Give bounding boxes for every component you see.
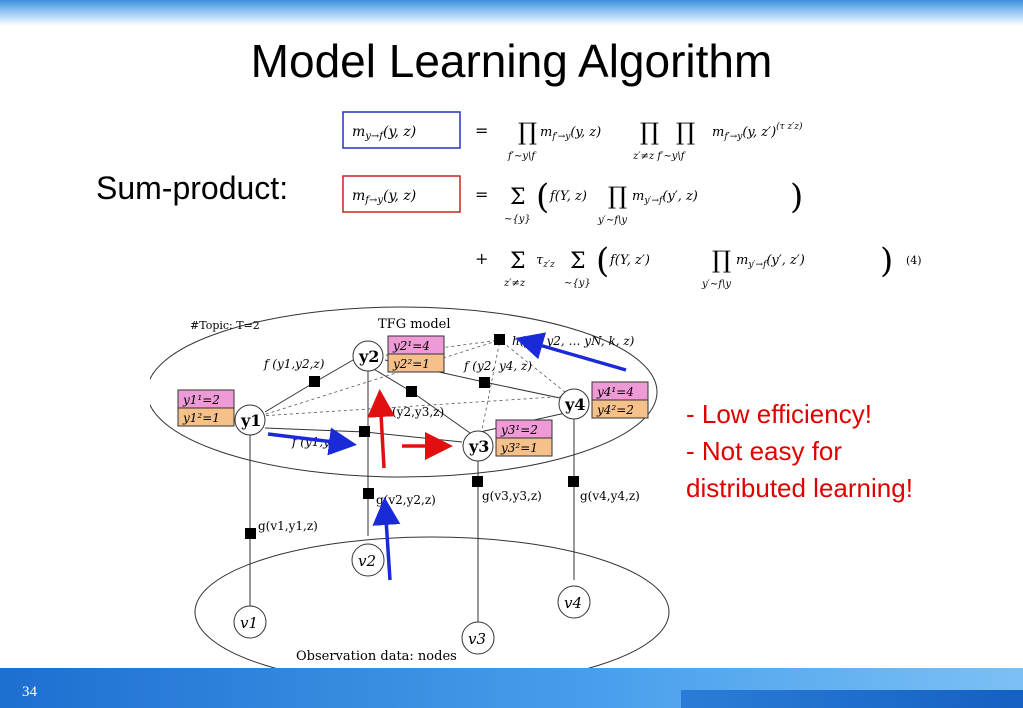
note-not-easy: - Not easy for (686, 436, 843, 466)
red-arrow-up (367, 389, 396, 469)
factor-f24-label: f (y2, y4, z) (463, 359, 532, 373)
tfg-model-label: TFG model (378, 317, 451, 332)
blue-arrow-y1-factor (267, 427, 357, 456)
observation-label: Observation data: nodes (296, 649, 457, 664)
sum-product-label: Sum-product: (96, 170, 289, 206)
note-low-efficiency: - Low efficiency! (686, 399, 872, 429)
note-distributed: distributed learning! (686, 473, 913, 503)
node-y3: y3 (468, 437, 489, 456)
svg-text:mf′→y(y, z′)(τ z′z): mf′→y(y, z′)(τ z′z) (712, 121, 803, 142)
tfg-model-diagram: #Topic: T=2 TFG model Observation data: … (146, 300, 681, 692)
svg-text:∏: ∏ (712, 246, 731, 274)
y4-topic1: y4¹=4 (596, 385, 634, 399)
y1-topic2: y1²=1 (182, 411, 220, 425)
node-y2: y2 (358, 347, 379, 366)
svg-text:∼{y}: ∼{y} (564, 278, 591, 289)
factor-g4-label: g(v4,y4,z) (580, 489, 640, 503)
y2-topic1: y2¹=4 (392, 339, 430, 353)
svg-text:my′→f(y′, z): my′→f(y′, z) (632, 189, 698, 206)
svg-text:∏: ∏ (640, 118, 659, 146)
svg-text:Σ: Σ (510, 185, 526, 210)
observation-layer-ellipse (194, 536, 670, 688)
slide-title: Model Learning Algorithm (250, 35, 773, 87)
svg-text:): ) (790, 177, 803, 217)
y2-topic2: y2²=1 (392, 357, 430, 371)
node-v4: v4 (564, 594, 582, 612)
y3-topic2: y3²=1 (500, 441, 538, 455)
page-number: 34 (22, 684, 37, 700)
y4-topic2: y4²=2 (596, 403, 634, 417)
top-banner (0, 0, 1023, 26)
svg-text:f(Y, z′): f(Y, z′) (609, 253, 650, 268)
svg-text:=: = (475, 185, 488, 204)
eq-number: (4) (906, 254, 922, 267)
v-nodes (233, 543, 591, 655)
eq-line1-lhs: my→f(y, z) (352, 124, 416, 142)
svg-text:f(Y, z): f(Y, z) (549, 189, 587, 204)
topic-label: #Topic: T=2 (190, 319, 260, 332)
svg-text:∏: ∏ (676, 118, 695, 146)
svg-text:=: = (475, 121, 488, 140)
y4-state-box: y4¹=4 y4²=2 (591, 381, 649, 419)
factor-nodes (245, 334, 579, 539)
svg-text:τz′z: τz′z (536, 253, 555, 270)
svg-text:mf′→y(y, z): mf′→y(y, z) (540, 125, 601, 142)
node-v2: v2 (358, 552, 376, 570)
svg-text:): ) (880, 241, 893, 281)
node-y1: y1 (240, 411, 261, 430)
message-y-to-f-box (342, 111, 461, 149)
blue-arrow-y4-h (515, 332, 627, 372)
footer-bar (0, 668, 1023, 708)
node-v3: v3 (468, 630, 486, 648)
svg-text:Σ: Σ (510, 249, 526, 274)
svg-text:(: ( (536, 177, 549, 217)
factor-g1-label: g(v1,y1,z) (258, 519, 318, 533)
factor-f23-label: (y2,y3,z) (392, 405, 444, 419)
y-nodes (234, 340, 590, 462)
factor-f12-label: f (y1,y2,z) (263, 357, 325, 371)
svg-text:∏: ∏ (518, 118, 537, 146)
y3-topic1: y3¹=2 (500, 423, 538, 437)
sum-product-equations: my→f(y, z) = ∏ f′∼y\f mf′→y(y, z) ∏ ∏ z′… (340, 104, 980, 304)
y3-state-box: y3¹=2 y3²=1 (495, 419, 553, 457)
svg-text:f′∼y\f: f′∼y\f (507, 151, 537, 162)
node-y4: y4 (564, 395, 585, 414)
blue-arrow-v2-g (372, 497, 401, 581)
svg-text:my′→f(y′, z′): my′→f(y′, z′) (736, 253, 805, 270)
message-f-to-y-box (342, 175, 461, 213)
svg-text:y′∼f\y: y′∼f\y (701, 279, 731, 290)
svg-text:(: ( (596, 241, 609, 281)
svg-text:y′∼f\y: y′∼f\y (597, 215, 627, 226)
y2-state-box: y2¹=4 y2²=1 (387, 335, 445, 373)
y1-state-box: y1¹=2 y1²=1 (177, 389, 235, 427)
svg-text:z′≠z: z′≠z (503, 278, 526, 289)
notes-list: - Low efficiency! - Not easy for distrib… (686, 396, 913, 507)
node-v1: v1 (240, 614, 258, 632)
y1-topic1: y1¹=2 (182, 393, 220, 407)
factor-g3-label: g(v3,y3,z) (482, 489, 542, 503)
svg-text:Σ: Σ (570, 249, 586, 274)
eq-line2-lhs: mf→y(y, z) (352, 188, 416, 206)
svg-text:∏: ∏ (608, 182, 627, 210)
svg-text:z′≠z f′∼y\f: z′≠z f′∼y\f (632, 151, 687, 162)
svg-text:+: + (475, 249, 488, 268)
svg-text:∼{y}: ∼{y} (504, 214, 531, 225)
